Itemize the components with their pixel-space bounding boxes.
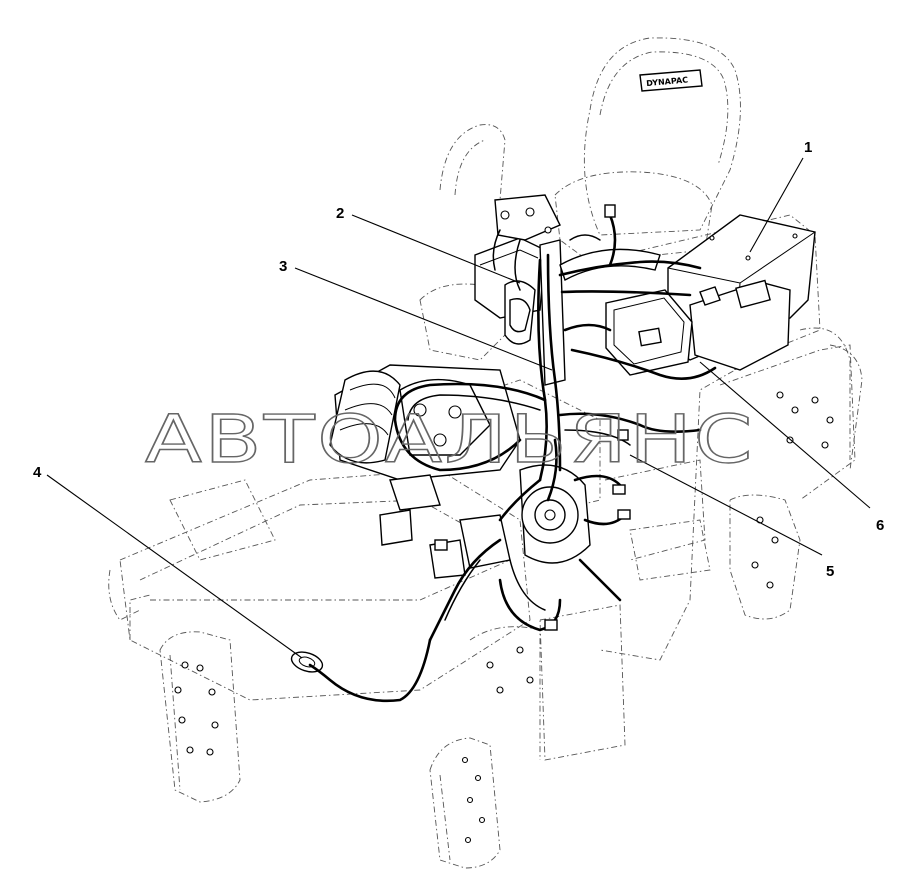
callout-6: 6 — [876, 517, 884, 534]
leader-5 — [629, 454, 823, 556]
leader-6 — [699, 361, 871, 509]
drum-bolts — [174, 391, 834, 844]
watermark-text: АВТОАЛЬЯНС — [145, 401, 755, 478]
callout-2: 2 — [336, 205, 344, 222]
callout-labels: 1 2 3 4 5 6 — [33, 139, 884, 580]
wiring-harness-cables — [308, 204, 717, 703]
articulation-hub — [429, 464, 591, 579]
seat-logo-plate: DYNAPAC — [639, 69, 703, 92]
control-unit — [605, 289, 693, 376]
battery-box — [667, 214, 816, 371]
engine-block — [329, 364, 521, 546]
callout-3: 3 — [279, 258, 287, 275]
leader-2 — [351, 214, 521, 284]
seat-logo-text: DYNAPAC — [646, 75, 689, 88]
console-bracket — [474, 194, 561, 345]
callout-1: 1 — [804, 139, 812, 156]
leader-lines — [46, 157, 871, 659]
callout-5: 5 — [826, 563, 834, 580]
leader-1 — [749, 157, 804, 253]
leader-4 — [46, 474, 303, 659]
leader-3 — [294, 267, 553, 371]
callout-4: 4 — [33, 464, 42, 481]
